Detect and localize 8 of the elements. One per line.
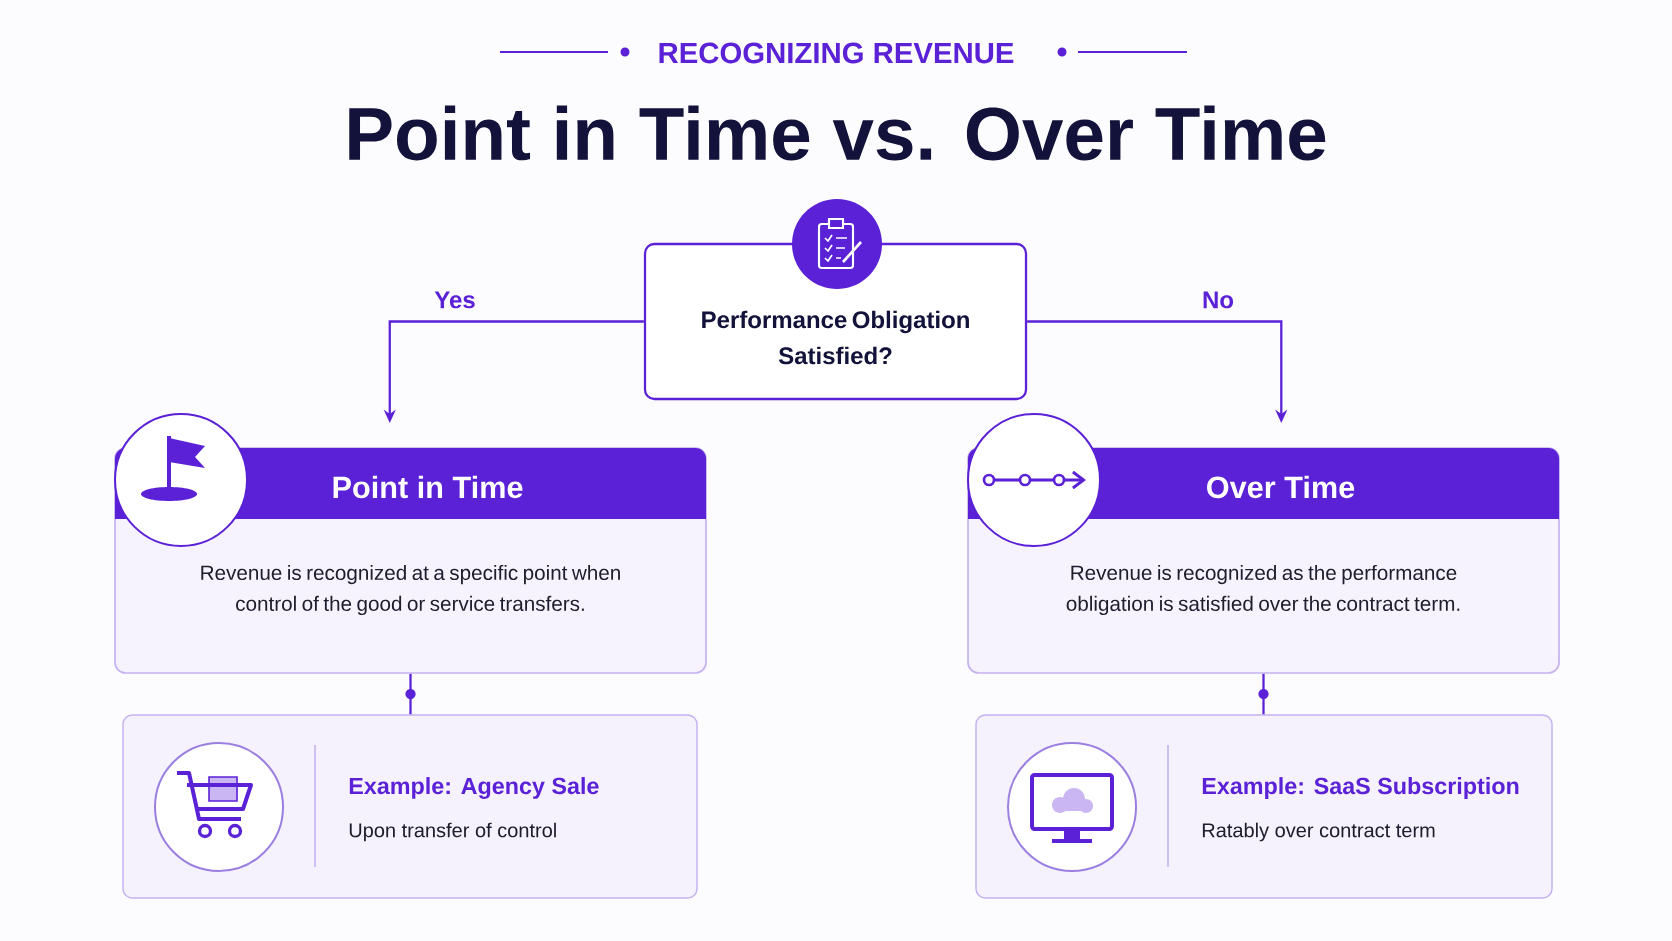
card: Point in Time Revenue is recognized at a specific point when control of the good or service transfers. bbox=[114, 447, 707, 674]
title: Point in Time vs. Over Time bbox=[349, 105, 1326, 161]
connector bbox=[405, 673, 416, 715]
edge-label: No bbox=[1199, 288, 1237, 312]
kicker-heading: RECOGNIZING REVENUE bbox=[659, 42, 1014, 64]
connector bbox=[1258, 673, 1269, 715]
card: Over Time Revenue is recognized as the performance obligation is satisfied over the contract term. bbox=[967, 447, 1560, 674]
decision-box: Performance Obligation Satisfied? bbox=[643, 242, 1028, 401]
